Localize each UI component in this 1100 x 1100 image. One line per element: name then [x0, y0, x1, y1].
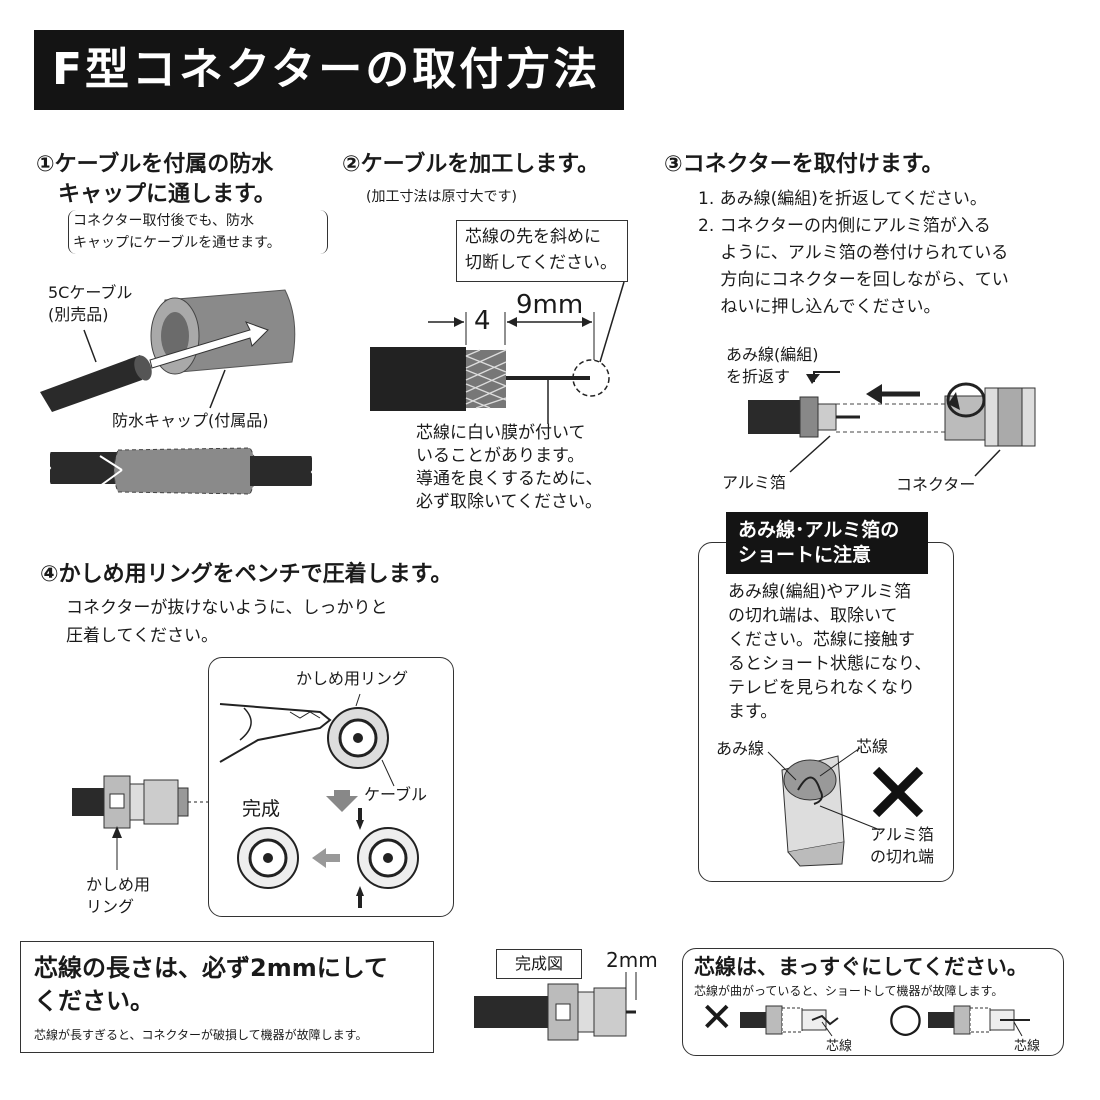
step4-done-label: 完成 [242, 798, 281, 820]
bottom-left-note: 芯線が長すぎると、コネクターが破損して機器が故障します。 [34, 1028, 368, 1042]
step4-cable-label: ケーブル [364, 785, 428, 804]
step3-fold-label: あみ線(編組) を折返す [726, 345, 819, 386]
complete-diagram-label: 完成図 [496, 949, 582, 979]
bottom-right-box [682, 948, 1064, 1056]
good-mark: ○ [888, 995, 923, 1041]
caution-x-mark [872, 766, 924, 818]
step4-ring-label: かしめ用リング [296, 669, 409, 688]
caution-label-foil: アルミ箔 の切れ端 [870, 825, 935, 866]
step1-note: コネクター取付後でも、防水 キャップにケーブルを通せます。 [68, 210, 328, 254]
step3-heading: ③コネクターを取付けます。 [664, 152, 944, 177]
step3-connector-label: コネクター [896, 475, 976, 494]
step2-callout: 芯線の先を斜めに 切断してください。 [456, 220, 628, 282]
bad-core-label: 芯線 [826, 1039, 853, 1054]
step1-heading: ①ケーブルを付属の防水 キャップに通します。 [36, 152, 276, 207]
step4-heading: ④かしめ用リングをペンチで圧着します。 [40, 562, 453, 587]
caution-header: あみ線･アルミ箔の ショートに注意 [726, 512, 928, 574]
step4-detail-box [208, 657, 454, 917]
bottom-left-box [20, 941, 434, 1053]
caution-label-core: 芯線 [856, 737, 889, 756]
step2-sub: (加工寸法は原寸大です) [366, 189, 517, 205]
complete-diagram-dim: 2mm [606, 948, 658, 972]
step2-heading: ②ケーブルを加工します。 [342, 152, 600, 177]
step3-item2: 2. コネクターの内側にアルミ箔が入る ように、アルミ箔の巻付けられている 方向… [698, 216, 1009, 317]
step2-dim-4: 4 [474, 306, 491, 336]
step3-foil-label: アルミ箔 [722, 473, 786, 492]
step2-dim-9mm: 9mm [516, 290, 584, 320]
step2-note: 芯線に白い膜が付いて いることがあります。 導通を良くするために、 必ず取除いて… [416, 423, 603, 512]
step3-item1: 1. あみ線(編組)を折返してください。 [698, 189, 987, 209]
step4-sub: コネクターが抜けないように、しっかりと 圧着してください。 [66, 598, 388, 646]
bad-mark: ✕ [700, 995, 734, 1041]
bottom-right-heading: 芯線は、まっすぐにしてください。 [694, 955, 1028, 979]
bottom-left-heading: 芯線の長さは、必ず2mmにして ください。 [34, 954, 388, 1015]
step1-cap-label: 防水キャップ(付属品) [112, 411, 269, 430]
caution-body: あみ線(編組)やアルミ箔 の切れ端は、取除いて ください。芯線に接触す るとショ… [728, 582, 932, 722]
caution-label-braid: あみ線 [716, 739, 765, 758]
step1-cable-label: 5Cケーブル (別売品) [48, 283, 133, 324]
page-title: F型コネクターの取付方法 [34, 30, 624, 110]
bottom-right-note: 芯線が曲がっていると、ショートして機器が故障します。 [694, 984, 1004, 998]
good-core-label: 芯線 [1014, 1039, 1041, 1054]
step4-ring-label2: かしめ用 リング [86, 875, 151, 916]
